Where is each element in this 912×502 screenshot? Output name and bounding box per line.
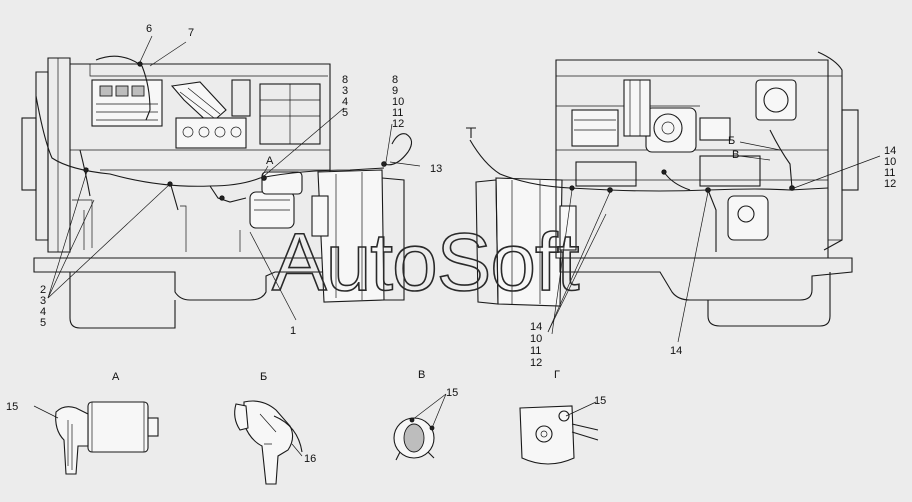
callout-1: 1 xyxy=(290,325,296,337)
view-title-a: А xyxy=(112,371,120,383)
callout-16: 16 xyxy=(304,453,316,465)
stack-label: 12 xyxy=(392,118,404,130)
stack-label: 8 xyxy=(392,74,398,86)
stack-label: 11 xyxy=(884,167,895,179)
stack-label: 11 xyxy=(530,345,541,357)
inline-letter-v: В xyxy=(732,149,739,161)
callout-7: 7 xyxy=(188,27,194,39)
callout-labels: 6 7 1 13 14 15 15 15 16 А Б В Г А Б В 8 … xyxy=(6,23,896,465)
stack-label: 8 xyxy=(342,74,348,86)
left-engine-view xyxy=(21,55,413,329)
stack-label: 5 xyxy=(40,317,46,329)
inline-letter-a: А xyxy=(266,155,274,167)
callout-15-view-g: 15 xyxy=(594,395,606,407)
detail-view-b xyxy=(234,400,303,485)
stack-8-3-4-5: 8 3 4 5 xyxy=(342,74,348,119)
callout-15-view-v: 15 xyxy=(446,387,458,399)
stack-label: 5 xyxy=(342,107,348,119)
detail-view-v xyxy=(393,393,447,461)
stack-label: 10 xyxy=(530,333,542,345)
stack-label: 4 xyxy=(342,96,348,108)
detail-view-g xyxy=(519,401,599,465)
view-title-g: Г xyxy=(554,369,560,381)
stack-label: 10 xyxy=(392,96,404,108)
stack-label: 2 xyxy=(40,284,46,296)
stack-label: 3 xyxy=(40,295,46,307)
callout-15-view-a: 15 xyxy=(6,401,18,413)
inline-letter-b: Б xyxy=(728,135,735,147)
stack-14-10-11-12-bottom: 14 10 11 12 xyxy=(530,321,542,369)
stack-label: 12 xyxy=(884,178,896,190)
callout-13: 13 xyxy=(430,163,442,175)
autosoft-watermark: AutoSoft xyxy=(272,217,580,308)
stack-14-10-11-12-right: 14 10 11 12 xyxy=(884,145,896,190)
leader-lines xyxy=(47,35,881,343)
stack-8-9-10-11-12: 8 9 10 11 12 xyxy=(392,74,404,130)
stack-label: 9 xyxy=(392,85,398,97)
callout-14-bottom: 14 xyxy=(670,345,682,357)
stack-label: 11 xyxy=(392,107,403,119)
stack-label: 12 xyxy=(530,357,542,369)
view-title-v: В xyxy=(418,369,425,381)
right-engine-view xyxy=(466,51,859,327)
detail-view-a xyxy=(33,401,159,475)
stack-label: 10 xyxy=(884,156,896,168)
stack-label: 14 xyxy=(530,321,542,333)
stack-label: 14 xyxy=(884,145,896,157)
stack-label: 3 xyxy=(342,85,348,97)
callout-6: 6 xyxy=(146,23,152,35)
stack-label: 4 xyxy=(40,306,46,318)
view-title-b: Б xyxy=(260,371,267,383)
stack-2-3-4-5: 2 3 4 5 xyxy=(40,284,46,329)
